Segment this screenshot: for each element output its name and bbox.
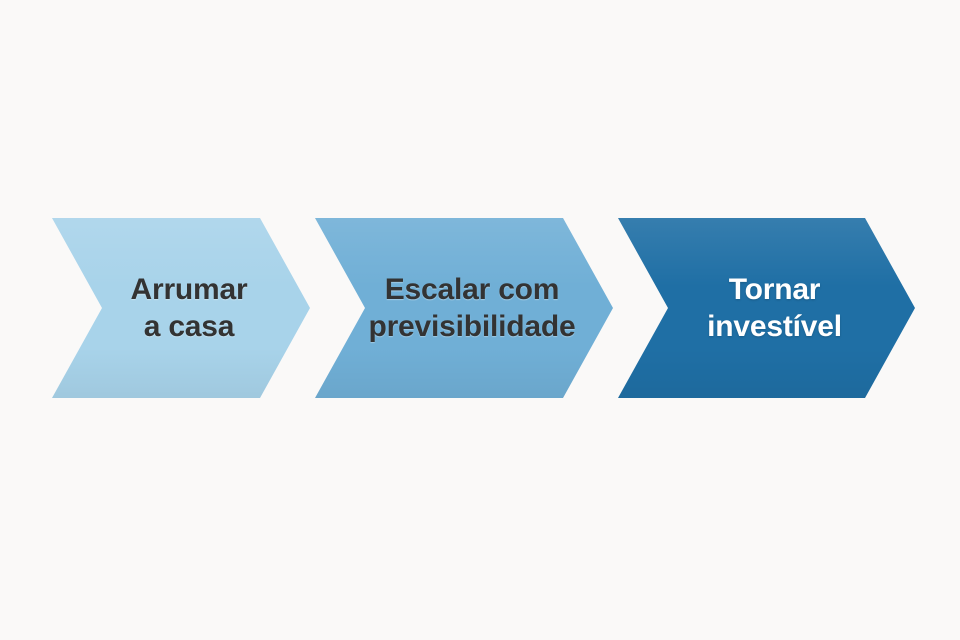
chevron-step-3[interactable]: Tornar investível <box>618 218 915 398</box>
chevron-step-2-label: Escalar com previsibilidade <box>368 272 576 343</box>
chevron-step-3-label: Tornar investível <box>707 272 842 343</box>
chevron-step-1[interactable]: Arrumar a casa <box>52 218 310 398</box>
process-chevron-diagram: Arrumar a casa Escalar com previsibilida… <box>0 218 960 398</box>
chevron-step-1-label: Arrumar a casa <box>130 272 248 343</box>
chevron-step-2[interactable]: Escalar com previsibilidade <box>315 218 613 398</box>
